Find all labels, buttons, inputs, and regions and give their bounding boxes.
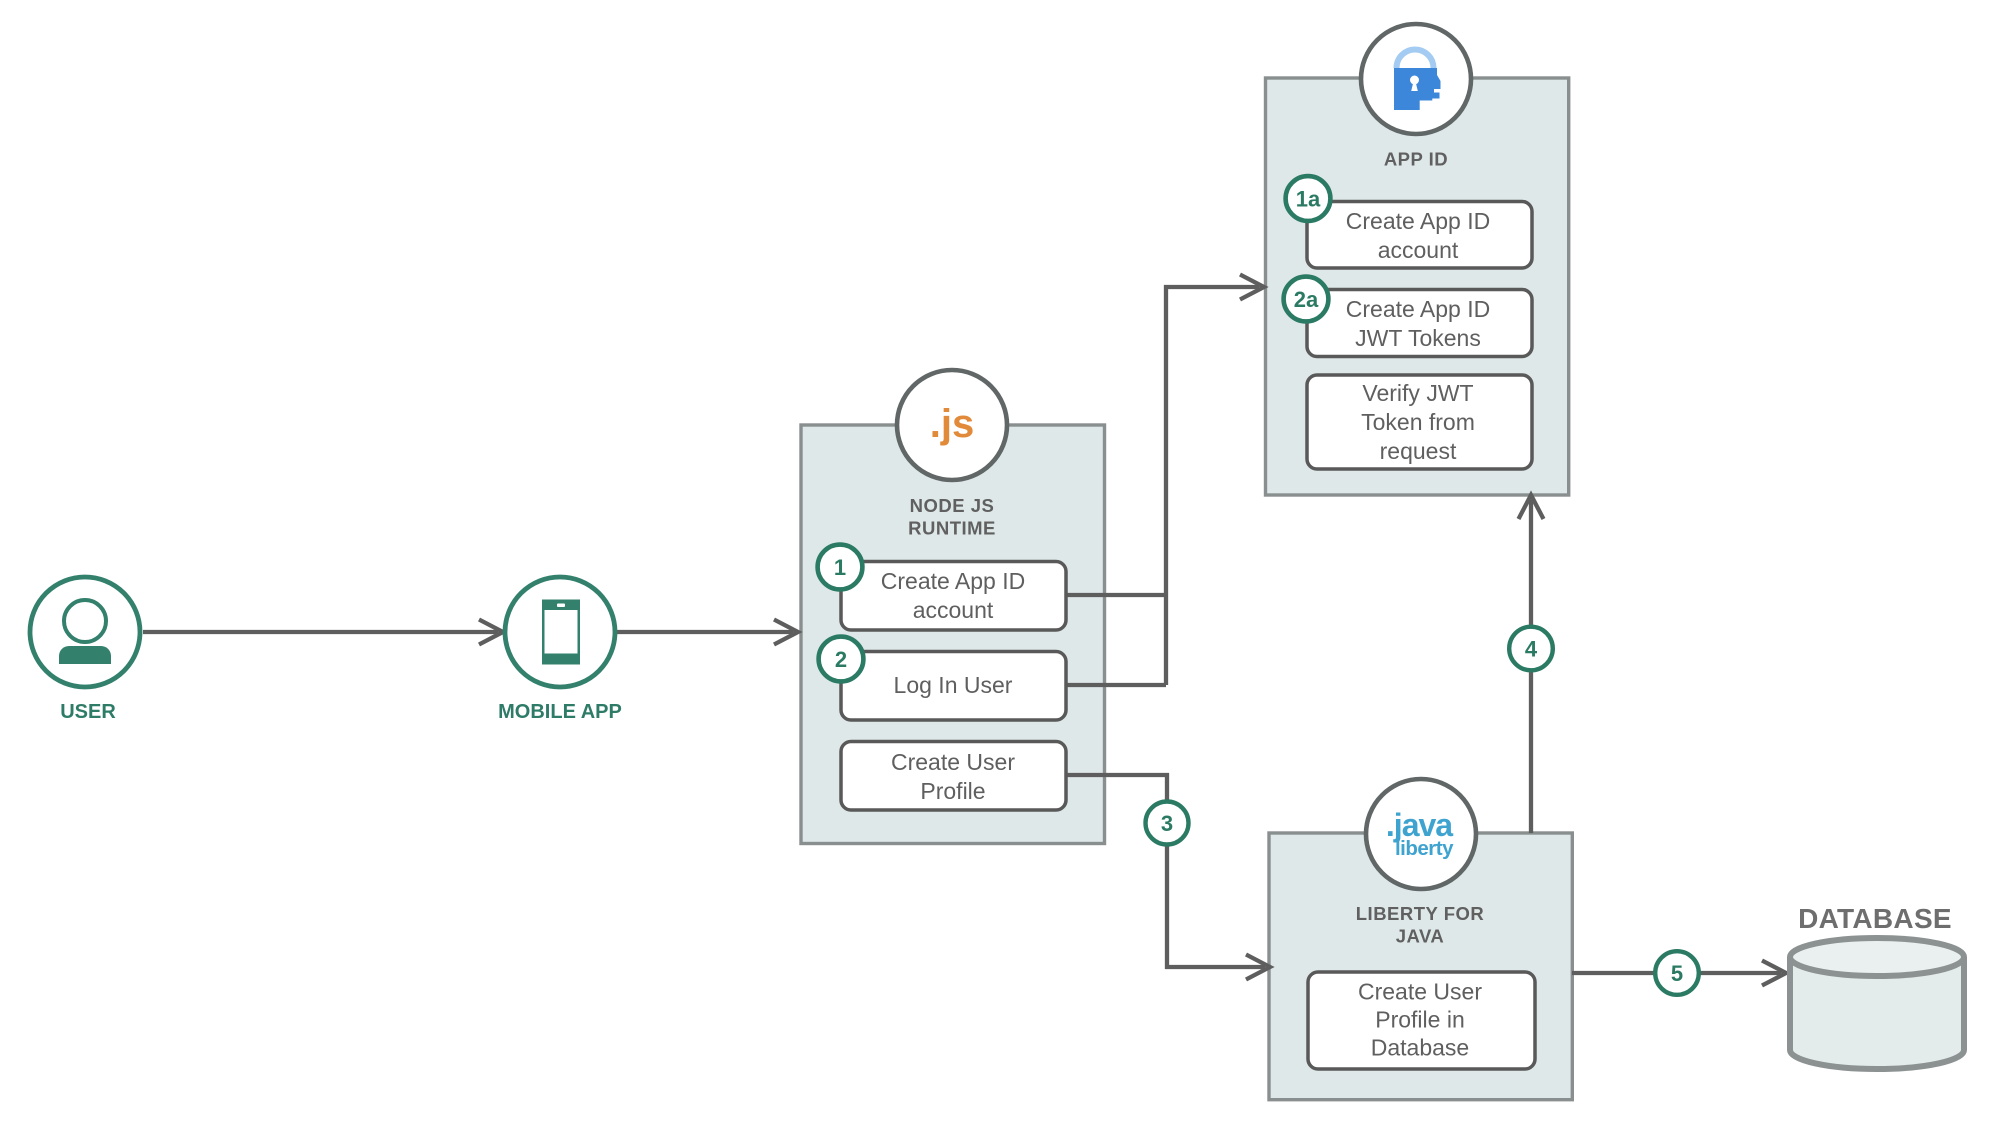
svg-text:.java: .java bbox=[1386, 807, 1453, 843]
svg-text:DATABASE: DATABASE bbox=[1798, 903, 1952, 934]
svg-text:5: 5 bbox=[1671, 961, 1683, 986]
svg-text:NODE JS: NODE JS bbox=[910, 495, 995, 516]
svg-text:Database: Database bbox=[1371, 1035, 1469, 1061]
svg-text:2: 2 bbox=[835, 647, 847, 672]
svg-text:.js: .js bbox=[930, 402, 974, 446]
svg-text:Profile: Profile bbox=[920, 778, 985, 804]
svg-text:account: account bbox=[1378, 237, 1459, 263]
svg-text:Create App ID: Create App ID bbox=[1346, 208, 1490, 234]
svg-text:JAVA: JAVA bbox=[1396, 926, 1445, 947]
svg-text:Verify JWT: Verify JWT bbox=[1362, 380, 1473, 406]
svg-text:1: 1 bbox=[834, 555, 846, 580]
svg-text:Log In User: Log In User bbox=[894, 672, 1013, 698]
svg-text:LIBERTY FOR: LIBERTY FOR bbox=[1356, 903, 1485, 924]
svg-text:MOBILE APP: MOBILE APP bbox=[498, 701, 622, 723]
svg-text:Create App ID: Create App ID bbox=[1346, 296, 1490, 322]
svg-text:Profile in: Profile in bbox=[1375, 1007, 1464, 1033]
svg-text:USER: USER bbox=[60, 701, 116, 723]
svg-text:2a: 2a bbox=[1294, 287, 1319, 312]
svg-text:APP ID: APP ID bbox=[1384, 149, 1448, 170]
svg-text:Create User: Create User bbox=[891, 749, 1015, 775]
svg-text:Create User: Create User bbox=[1358, 979, 1482, 1005]
svg-text:Token from: Token from bbox=[1361, 409, 1475, 435]
svg-text:3: 3 bbox=[1161, 811, 1173, 836]
svg-text:JWT Tokens: JWT Tokens bbox=[1355, 325, 1481, 351]
svg-text:request: request bbox=[1380, 438, 1457, 464]
svg-text:liberty: liberty bbox=[1395, 837, 1454, 860]
svg-text:account: account bbox=[913, 597, 994, 623]
svg-text:4: 4 bbox=[1525, 637, 1538, 662]
svg-text:Create App ID: Create App ID bbox=[881, 568, 1025, 594]
svg-text:RUNTIME: RUNTIME bbox=[908, 518, 996, 539]
svg-text:1a: 1a bbox=[1296, 187, 1321, 212]
